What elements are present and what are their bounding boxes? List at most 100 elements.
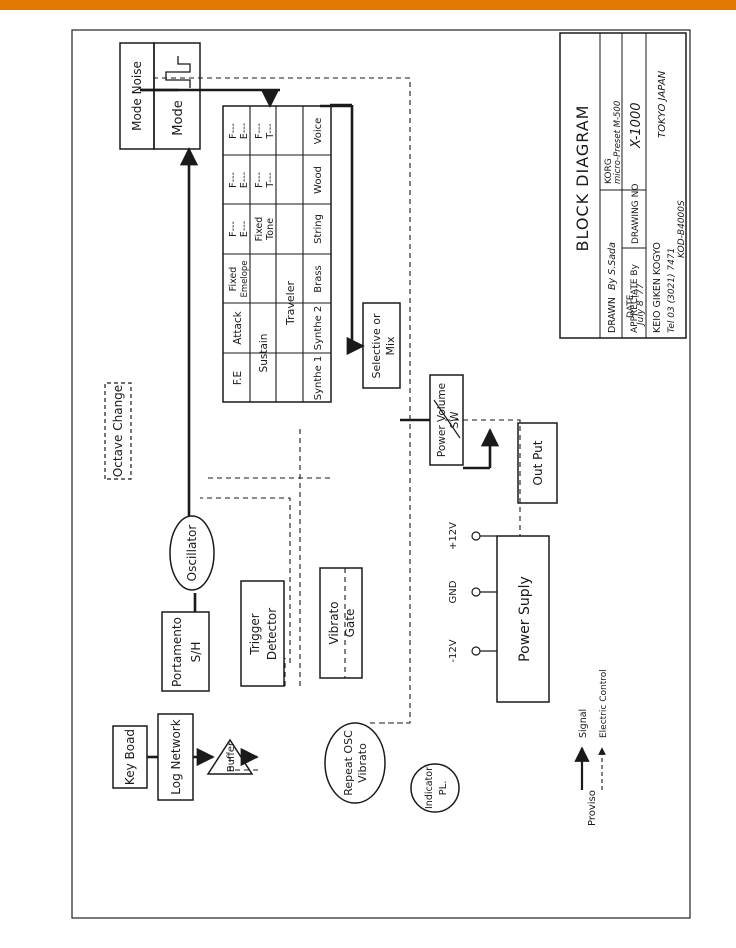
oscillator-label: Oscillator (185, 525, 199, 582)
location-label: TOKYO JAPAN (657, 70, 668, 138)
indicator-pl-label: PL. (438, 781, 449, 796)
buffer-label: Buffer (226, 741, 237, 772)
out-put-block (517, 422, 558, 504)
cell-wood: Wood (313, 166, 324, 194)
cell-f-1: F--- (228, 221, 239, 237)
power-sw-label: SW (449, 411, 461, 429)
indicator-label: Indicator (424, 767, 435, 809)
mix-label: Mix (384, 336, 397, 356)
power-volume-label: Power Volume (436, 383, 448, 457)
cell-attack: Attack (232, 310, 244, 344)
cell-tone: Tone (265, 218, 276, 241)
diagram-content: Key Boad Log Network Buffer Portamento S… (104, 32, 687, 826)
trigger-detector-block (240, 580, 285, 687)
top-accent-bar (0, 0, 736, 10)
tel-label: Tel 03 (3021) 7471 (667, 248, 677, 333)
cell-f-2: F--- (228, 172, 239, 188)
appreciate-label: APPRECIATE By (630, 263, 640, 333)
date-value: July 8 '77 (636, 283, 646, 327)
mode-block (153, 42, 201, 150)
portamento-label: Portamento (170, 617, 184, 687)
power-volume-divider (433, 399, 461, 439)
terminal-pos12-label: +12V (448, 522, 459, 550)
korg-label: KORG (604, 158, 614, 184)
power-volume-block (429, 374, 464, 466)
model-label: micro-Preset M-500 (613, 101, 623, 184)
cell-f-4: F--- (254, 172, 265, 188)
legend-proviso: Proviso (587, 790, 598, 826)
voice-table-grid (223, 106, 331, 402)
vibrato-gate-block (319, 567, 363, 679)
octave-change-label: Octave Change (111, 385, 125, 477)
cell-fe: F.E (232, 371, 244, 385)
terminal-gnd-node (471, 587, 481, 597)
title-block: BLOCK DIAGRAM DRAWN By S.Sada APPRECIATE… (559, 32, 687, 339)
cell-t-2: T--- (265, 123, 276, 139)
cell-f-5: F--- (254, 123, 265, 139)
keyboard-block (112, 725, 148, 789)
legend: Proviso Signal Electric Control (574, 669, 609, 826)
cell-t-1: T--- (265, 172, 276, 188)
keyboard-label: Key Boad (123, 729, 137, 785)
repeat-vibrato-label: Vibrato (356, 743, 369, 783)
cell-f-3: F--- (228, 123, 239, 139)
cell-e-2: E--- (239, 172, 250, 188)
power-terminals (471, 531, 497, 656)
power-supply-label: Power Suply (517, 576, 533, 662)
cell-synthe-2: Synthe 2 (313, 306, 324, 351)
repeat-osc-label: Repeat OSC (342, 730, 355, 796)
oscillator-block (169, 515, 215, 591)
sheet-border (71, 29, 691, 919)
drawing-no-value: X-1000 (629, 103, 644, 150)
legend-signal-label: Signal (578, 709, 589, 738)
waveform-icon (165, 56, 191, 88)
log-network-label: Log Network (169, 719, 183, 794)
trigger-label: Trigger (248, 613, 262, 655)
terminal-neg12-node (471, 646, 481, 656)
ctrl-repeat-topbus (150, 77, 411, 724)
company-label: KEIO GIKEN KOGYO (652, 242, 663, 333)
cell-synthe-1: Synthe 1 (313, 356, 324, 401)
terminal-neg12-label: -12V (448, 639, 459, 662)
cell-voice: Voice (313, 118, 324, 145)
control-connections (150, 77, 521, 771)
portamento-sh-label: S/H (189, 642, 203, 663)
drawn-by: By S.Sada (607, 242, 618, 290)
portamento-block (161, 611, 210, 692)
out-put-label: Out Put (531, 440, 545, 485)
octave-change-block (104, 382, 132, 480)
cell-brass: Brass (313, 265, 324, 293)
selective-mix-block (362, 302, 401, 389)
ctrl-trigger-osc (200, 497, 291, 663)
legend-control-label: Electric Control (599, 669, 609, 738)
terminal-pos12-node (471, 531, 481, 541)
terminal-gnd-label: GND (448, 580, 459, 603)
diagram-title: BLOCK DIAGRAM (573, 105, 592, 252)
power-supply-block (496, 535, 550, 703)
title-block-grid (599, 33, 647, 338)
ctrl-power-supply (445, 419, 521, 536)
date-label: DATE (626, 294, 636, 318)
vibrato-label: Vibrato (327, 601, 341, 644)
code-label: KOD-B4000S (677, 200, 687, 258)
cell-envelope: Emelope (240, 260, 250, 297)
cell-sustain: Sustain (258, 334, 270, 373)
cell-fixed-tone: Fixed (254, 217, 265, 242)
drawn-label: DRAWN (607, 297, 618, 333)
cell-e-1: E--- (239, 221, 250, 237)
ctrl-log-trigger (229, 757, 262, 771)
gate-label: Gate (343, 609, 357, 638)
repeat-osc-block (324, 722, 386, 804)
cell-traveler: Traveler (284, 281, 297, 326)
log-network-block (157, 713, 194, 801)
mode-label: Mode (171, 100, 186, 135)
title-block-frame (559, 32, 687, 339)
cell-e-3: E--- (239, 123, 250, 139)
cell-string: String (313, 214, 324, 244)
mode-noise-label: Mode Noise (130, 61, 144, 131)
detector-label: Detector (265, 608, 279, 660)
selective-mix-label: Selective or (370, 313, 383, 378)
drawing-no-label: DRAWING NO (631, 184, 641, 244)
